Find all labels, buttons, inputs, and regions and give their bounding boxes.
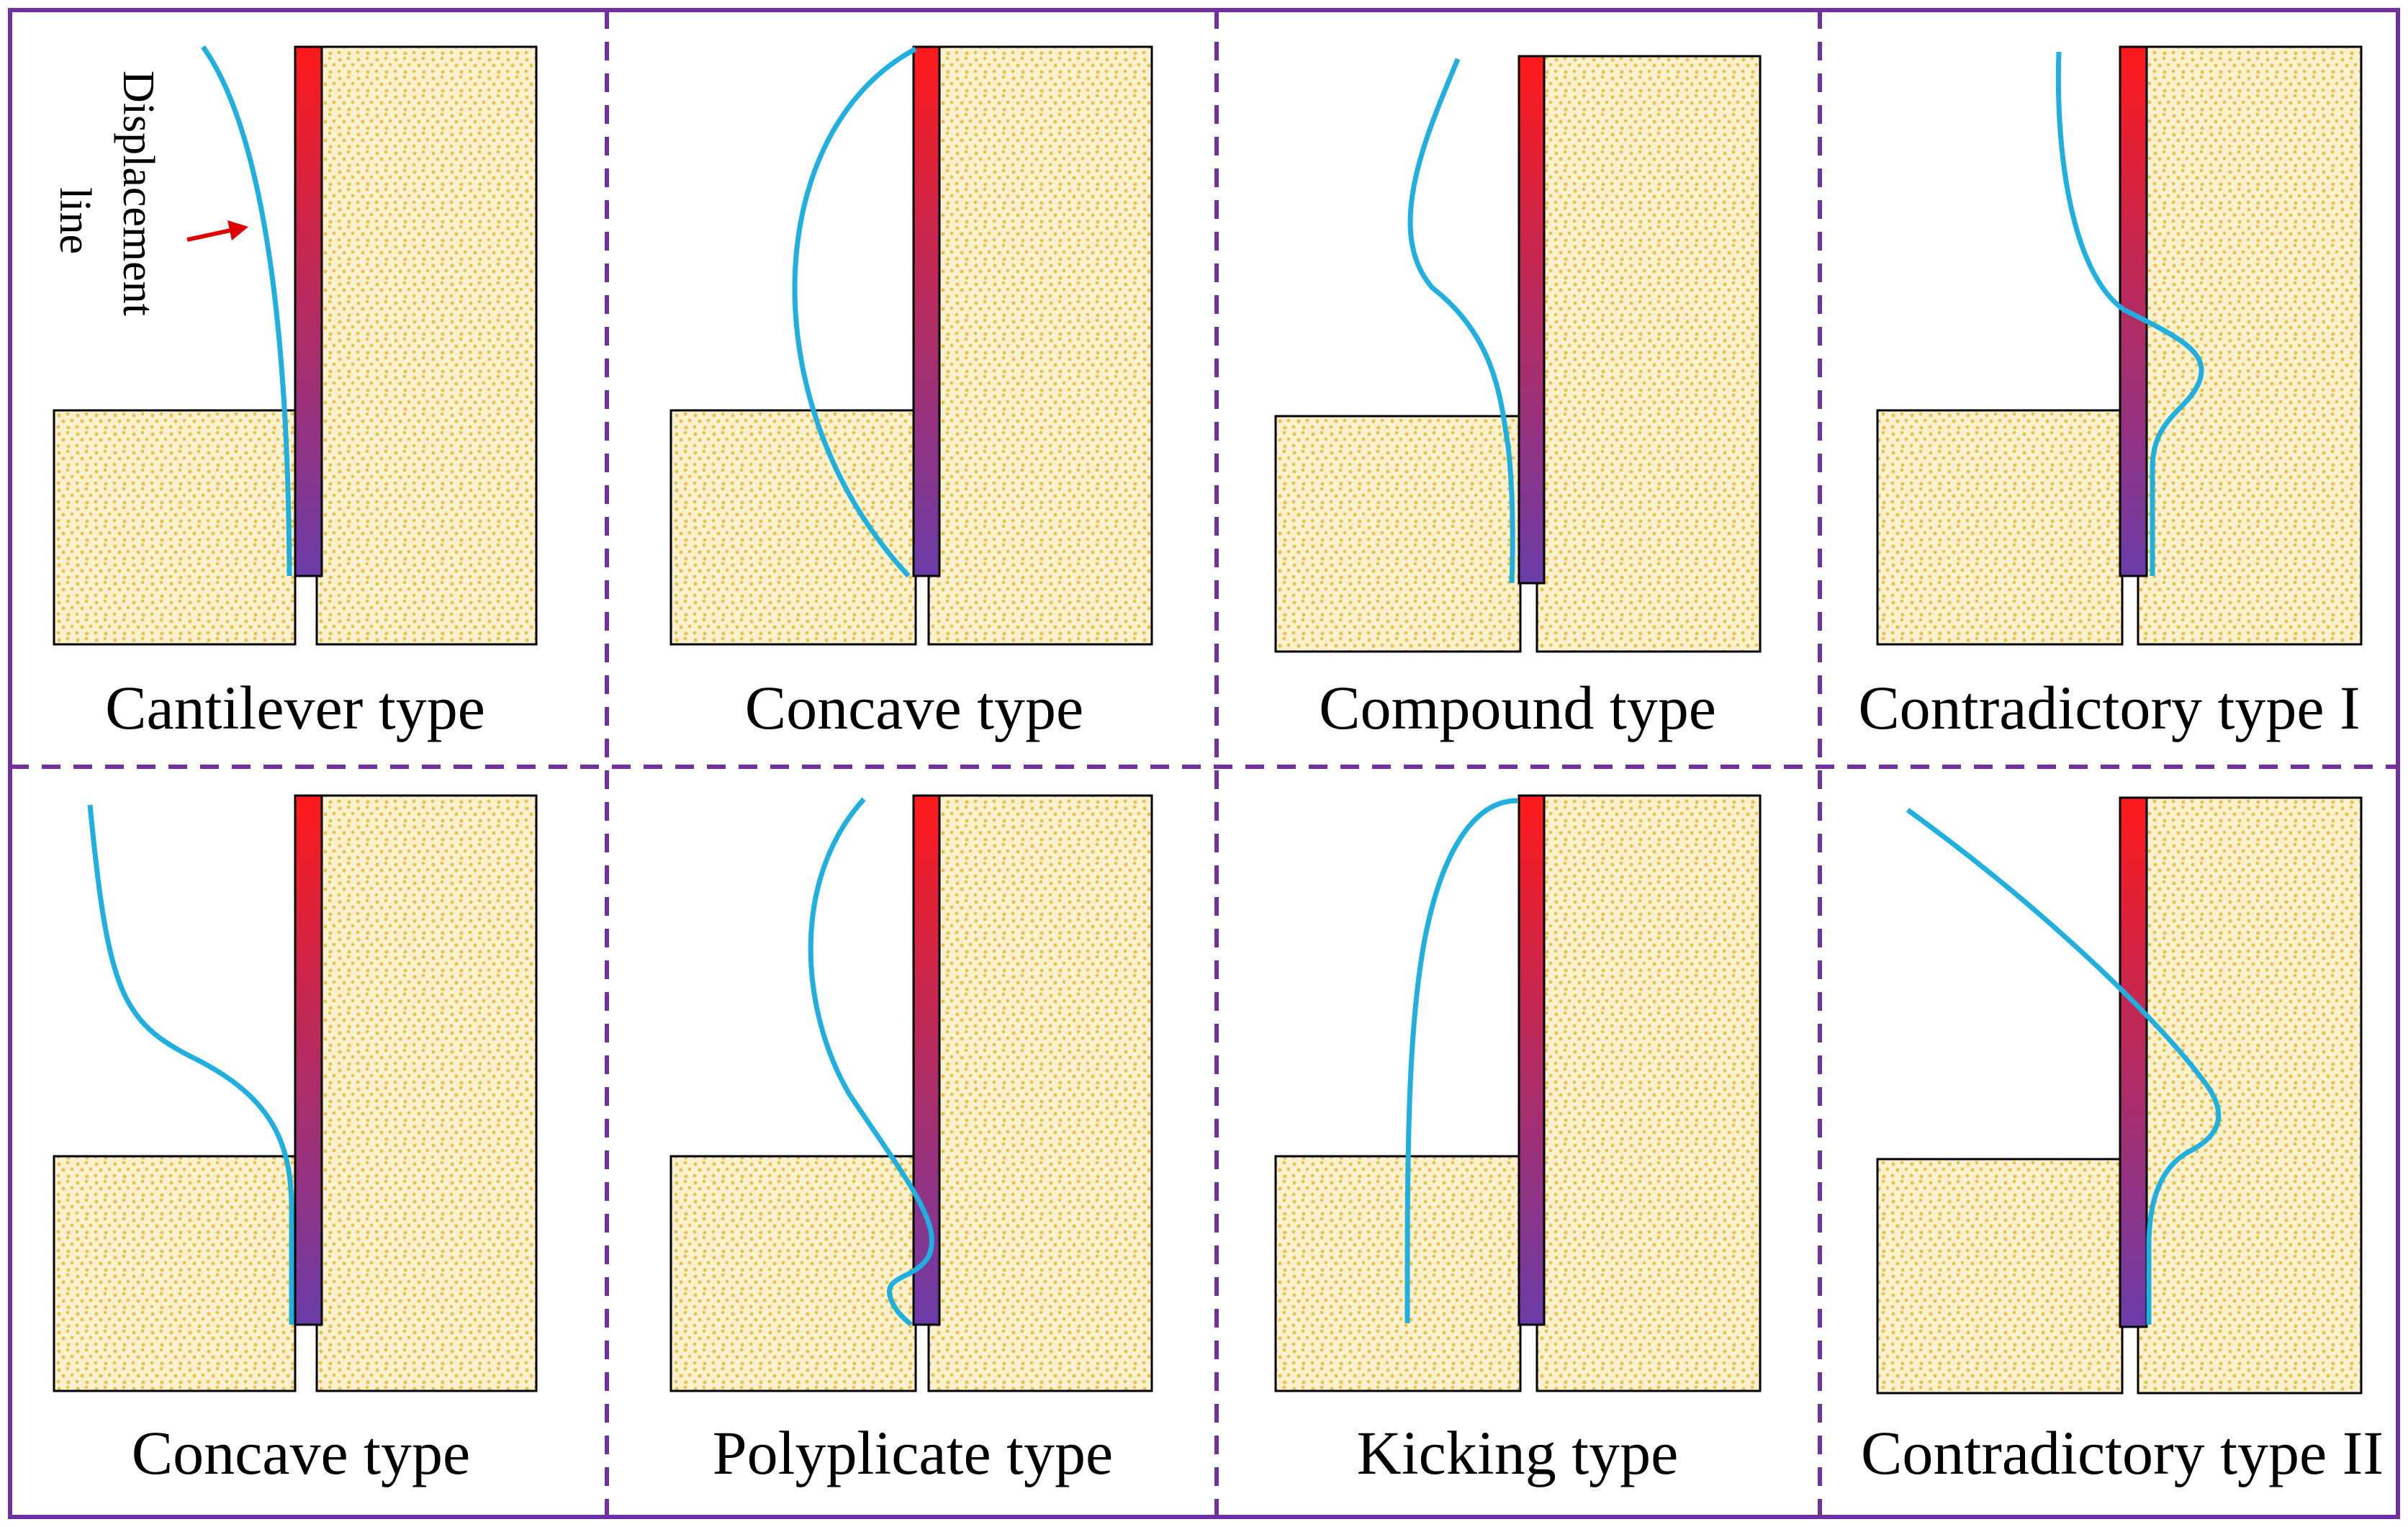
displacement-line — [1407, 58, 1515, 584]
retaining-wall — [294, 794, 323, 1326]
retaining-wall — [1518, 55, 1546, 585]
retaining-wall — [1518, 794, 1546, 1326]
excavation-soil — [1876, 1158, 2124, 1395]
panel-grid-frame — [8, 8, 2400, 1519]
backfill-soil — [315, 794, 538, 1392]
panel-concave-top: Concave type — [669, 45, 1153, 742]
panel-contradictory-1: Contradictory type I — [1858, 45, 2363, 742]
annotation-arrow-head — [227, 220, 248, 240]
panel-concave-bottom: Concave type — [53, 794, 538, 1487]
backfill-soil — [1536, 55, 1762, 653]
backfill-soil — [315, 45, 538, 646]
panel-compound: Compound type — [1274, 55, 1762, 742]
panel-caption: Polyplicate type — [713, 1418, 1113, 1487]
panel-caption: Concave type — [745, 673, 1083, 742]
retaining-wall — [912, 794, 941, 1326]
backfill-soil — [2137, 45, 2363, 646]
excavation-soil — [669, 1155, 917, 1392]
panel-kicking: Kicking type — [1274, 794, 1762, 1487]
outer-border — [8, 8, 2400, 1519]
excavation-soil — [669, 409, 917, 646]
displacement-line — [1404, 798, 1518, 1324]
excavation-soil — [1876, 409, 2124, 646]
displacement-line — [201, 45, 292, 577]
backfill-soil — [2137, 796, 2363, 1395]
panel-cantilever: Displacement line Cantilever type — [50, 45, 538, 742]
backfill-soil — [1536, 794, 1762, 1392]
retaining-wall — [294, 45, 323, 577]
panel-caption: Compound type — [1319, 673, 1716, 742]
excavation-soil — [1274, 1155, 1522, 1392]
panel-caption: Contradictory type I — [1858, 673, 2360, 742]
excavation-soil — [1274, 415, 1522, 653]
panel-caption: Contradictory type II — [1861, 1418, 2384, 1487]
annotation-arrow — [186, 228, 231, 242]
backfill-soil — [927, 794, 1153, 1392]
displacement-line — [87, 804, 294, 1325]
backfill-soil — [927, 45, 1153, 646]
displacement-line — [2055, 51, 2204, 576]
displacement-line — [792, 46, 917, 578]
excavation-soil — [53, 1155, 297, 1392]
annotation-text-line2: line — [50, 187, 99, 254]
displacement-line — [1906, 808, 2222, 1325]
retaining-wall — [912, 45, 941, 577]
retaining-wall — [2119, 796, 2148, 1328]
panel-caption: Concave type — [132, 1418, 470, 1487]
annotation-text-line1: Displacement — [114, 71, 163, 316]
displacement-line — [808, 797, 934, 1327]
panel-polyplicate: Polyplicate type — [669, 794, 1153, 1487]
panel-contradictory-2: Contradictory type II — [1861, 796, 2384, 1487]
panel-caption: Cantilever type — [105, 673, 485, 742]
excavation-soil — [53, 409, 297, 646]
panel-caption: Kicking type — [1357, 1418, 1679, 1487]
